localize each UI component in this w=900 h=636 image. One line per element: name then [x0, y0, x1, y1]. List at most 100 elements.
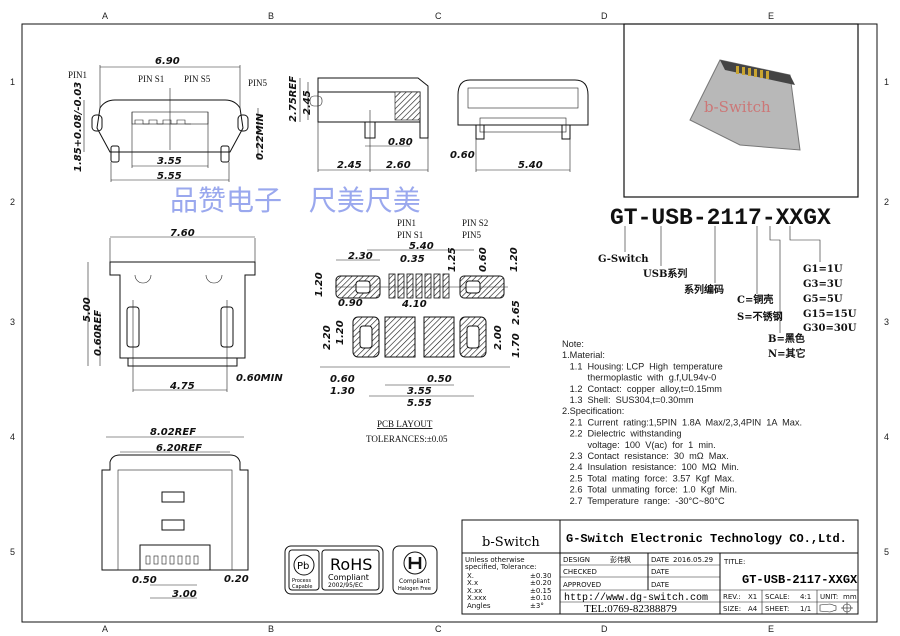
note-line: 1.3 Shell: SUS304,t=0.30mm: [562, 395, 694, 405]
tol-x-value: ±0.30: [530, 572, 551, 580]
bottom-view: 8.02REF 6.20REF 0.50 0.20 3.00: [101, 427, 249, 600]
rev-value: X1: [748, 593, 757, 601]
pcb-dim-120b: 1.20: [314, 272, 325, 297]
pcb-dim-120a: 1.20: [509, 247, 520, 272]
dim-bottom-ref2: 6.20REF: [156, 443, 202, 454]
code-series-code: 系列编码: [684, 283, 724, 296]
size-label: SIZE:: [723, 605, 741, 613]
pcb-dim-060a: 0.60: [478, 247, 489, 272]
pcb-title: PCB LAYOUT: [377, 419, 433, 429]
pcb-dim-540: 5.40: [409, 241, 434, 252]
pcb-dim-220: 2.20: [322, 325, 333, 350]
dim-end-a: 0.60: [450, 150, 475, 161]
dim-top-ref: 0.60REF: [93, 310, 104, 356]
watermark: 品赞电子 尺美尺美: [170, 184, 421, 217]
dim-outer: 5.55: [157, 171, 182, 182]
designer: 彭伟枫: [610, 555, 631, 564]
pcb-pin-s2: PIN S2: [462, 218, 488, 228]
dim-height: 1.85+0.08/-0.03: [73, 82, 84, 172]
approved-label: APPROVED: [563, 581, 601, 589]
dim-bottom-ref1: 8.02REF: [150, 427, 196, 438]
side-view: 2.75REF 2.45 0.80 2.45 2.60: [288, 76, 429, 172]
dim-top-width: 7.60: [170, 228, 195, 239]
pcb-pin5: PIN5: [462, 230, 482, 240]
halogen-free: Halogen Free: [398, 586, 431, 592]
pcb-pin-s1: PIN S1: [397, 230, 423, 240]
code-brand: G-Switch: [598, 254, 649, 265]
pb-capable: Capable: [292, 584, 312, 590]
rohs-mark: RoHS: [330, 555, 372, 574]
label-pin1: PIN1: [68, 70, 87, 80]
tol-x-label: X.: [467, 572, 474, 580]
scale-value: 4:1: [800, 593, 811, 601]
sheet-label: SHEET:: [765, 605, 789, 613]
product-photo: b-Switch: [623, 23, 859, 198]
row-3: 3: [10, 317, 15, 327]
pcb-dim-265: 2.65: [511, 300, 522, 325]
dim-width: 6.90: [155, 56, 180, 67]
row-1: 1: [10, 77, 15, 87]
pcb-dim-355: 3.55: [407, 386, 432, 397]
website-url: http://www.dg-switch.com: [564, 592, 708, 604]
dim-side-a: 2.45: [337, 160, 362, 171]
pcb-dim-050: 0.50: [427, 374, 452, 385]
pcb-dim-125: 1.25: [447, 247, 458, 272]
tol-xxx-value: ±0.15: [530, 587, 551, 595]
unit-value: mm: [843, 593, 857, 601]
part-number: GT-USB-2117-XXGX: [610, 205, 831, 231]
dim-side-post: 0.80: [388, 137, 413, 148]
halogen-compliant: Compliant: [399, 578, 430, 585]
pb-icon: [293, 554, 315, 576]
scale-label: SCALE:: [765, 593, 790, 601]
pb-process: Process: [292, 578, 311, 584]
date-label-3: DATE: [651, 581, 669, 589]
tolerance-header-1: Unless otherwise: [465, 556, 525, 564]
pcb-layout: PIN1 PIN S1 PIN S2 PIN5 5.40 2.30 0.35 1…: [314, 218, 522, 444]
note-line: 2.2 Dielectric withstanding: [562, 429, 682, 439]
row-2-right: 2: [884, 197, 889, 207]
pcb-dim-200: 2.00: [493, 325, 504, 350]
col-c: C: [435, 11, 442, 21]
design-label: DESIGN: [563, 556, 590, 564]
tol-xxxx-value: ±0.10: [530, 594, 551, 602]
pcb-dim-170: 1.70: [511, 333, 522, 358]
tol-xx-label: X.x: [467, 579, 478, 587]
title-block-logo: b-Switch: [482, 535, 540, 550]
col-a: A: [102, 11, 108, 21]
row-1-right: 1: [884, 77, 889, 87]
sheet-value: 1/1: [800, 605, 811, 613]
row-3-right: 3: [884, 317, 889, 327]
projection-symbol-icon: [819, 602, 853, 614]
dim-bottom-w: 0.20: [224, 574, 249, 585]
code-color-n: N=其它: [768, 347, 806, 360]
code-color-b: B=黑色: [768, 332, 805, 345]
row-markers: 1 2 3 4 5 1 2 3 4 5: [10, 77, 889, 557]
dim-inner: 3.55: [157, 156, 182, 167]
dim-bottom-span: 3.00: [172, 589, 197, 600]
col-b: B: [268, 11, 274, 21]
row-4: 4: [10, 432, 15, 442]
dim-top-span: 4.75: [169, 381, 195, 392]
end-view: 0.60 5.40: [450, 79, 589, 172]
pcb-tolerance: TOLERANCES:±0.05: [366, 434, 448, 444]
unit-label: UNIT:: [820, 593, 838, 601]
dim-end-b: 5.40: [518, 160, 543, 171]
note-line: 2.5 Total mating force: 3.57 Kgf Max.: [562, 473, 734, 483]
label-pin-s1: PIN S1: [138, 74, 164, 84]
col-e-bottom: E: [768, 624, 774, 634]
col-c-bottom: C: [435, 624, 442, 634]
code-shell-c: C=铜壳: [737, 293, 773, 306]
dim-top-min: 0.60MIN: [236, 373, 283, 384]
note-line: 1.1 Housing: LCP High temperature: [562, 361, 723, 371]
pcb-pin1: PIN1: [397, 218, 416, 228]
drawing-border: [21, 23, 878, 623]
dim-side-ref: 2.75REF: [288, 76, 299, 122]
pb-mark: Pb: [297, 561, 309, 572]
part-number-legend: GT-USB-2117-XXGX G-Switch USB系列 系列编码 C=铜…: [598, 205, 857, 360]
drawing-title: GT-USB-2117-XXGX: [742, 573, 858, 587]
row-4-right: 4: [884, 432, 889, 442]
tol-angle-label: Angles: [467, 602, 491, 610]
col-d: D: [601, 11, 608, 21]
date-label-1: DATE: [651, 556, 669, 564]
code-plating-5: G5=5U: [803, 294, 843, 305]
